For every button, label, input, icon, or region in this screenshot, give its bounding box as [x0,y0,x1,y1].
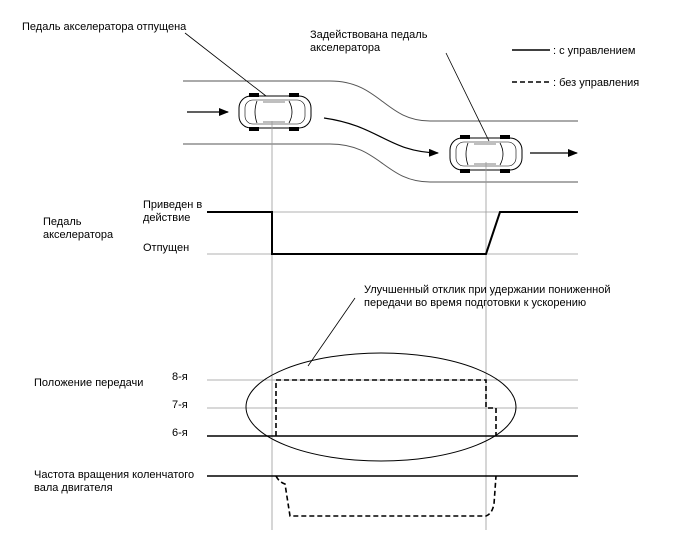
legend-controlled-label: : с управлением [553,45,635,57]
gear-7-label: 7-я [172,399,188,411]
gear-axis-label: Положение передачи [34,377,143,389]
movement-arrows [187,108,578,157]
pedal-off-label: Отпущен [143,242,189,254]
label-pedal-engaged-2: акселератора [310,42,381,54]
leader-pedal-released [184,32,267,97]
rpm-axis-label-1: Частота вращения коленчатого [34,469,194,481]
curve-arrow [323,117,439,157]
road-upper-edge [183,80,578,122]
car-icon [449,135,523,173]
rpm-axis-label-2: вала двигателя [34,482,113,494]
label-pedal-released: Педаль акселератора отпущена [22,21,187,33]
gear-6-label: 6-я [172,427,188,439]
callout-text-2: передачи во время подготовки к ускорению [364,297,586,309]
pedal-axis-label-1: Педаль [43,216,82,228]
pedal-on-label-2: действие [143,212,190,224]
label-pedal-engaged-1: Задействована педаль [310,29,428,41]
legend [512,49,550,83]
leader-pedal-engaged [445,52,490,142]
pedal-axis-label-2: акселератора [43,229,114,241]
car-icon [238,93,312,131]
callout-text-1: Улучшенный отклик при удержании пониженн… [364,284,611,296]
pedal-signal [207,211,578,255]
road-lower-edge [183,143,578,183]
rpm-signal-uncontrolled [275,475,497,517]
gear-8-label: 8-я [172,371,188,383]
highlight-ellipse [245,352,517,462]
gear-signal-uncontrolled [275,379,497,436]
legend-uncontrolled-label: : без управления [553,77,639,89]
pedal-on-label-1: Приведен в [143,199,202,211]
leader-callout [307,297,356,367]
road [183,80,578,183]
